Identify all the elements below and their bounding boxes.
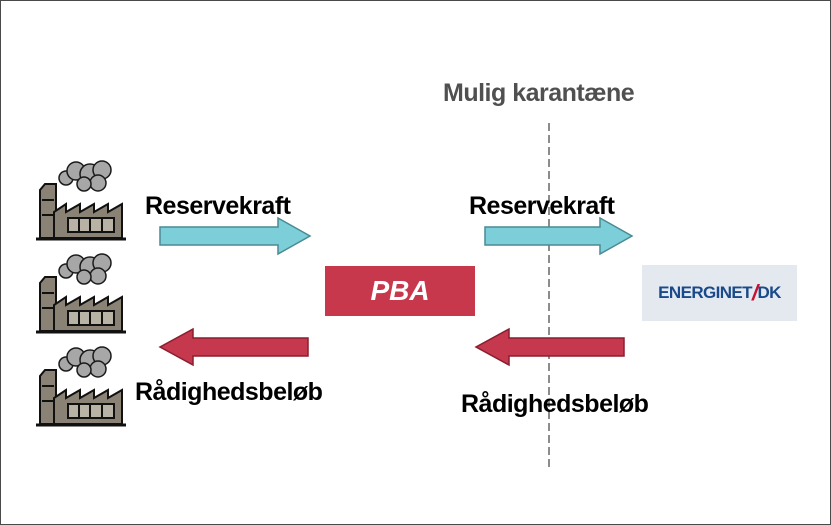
reserve-label-left: Reservekraft <box>145 192 291 220</box>
power-plant-icon <box>34 345 128 427</box>
reserve-arrow-right <box>484 216 634 256</box>
reserve-arrow-left <box>159 216 312 256</box>
reserve-label-right: Reservekraft <box>469 192 615 220</box>
payment-arrow-right <box>474 327 625 367</box>
logo-part1: ENERGINET <box>658 283 752 302</box>
power-plant-icon <box>34 252 128 334</box>
energinet-logo: ENERGINET/DK <box>642 265 797 321</box>
logo-slash: / <box>751 280 758 305</box>
payment-label-left: Rådighedsbeløb <box>135 378 323 406</box>
pba-box: PBA <box>325 266 475 316</box>
pba-label: PBA <box>370 275 430 306</box>
payment-arrow-left <box>158 327 309 367</box>
payment-label-right: Rådighedsbeløb <box>461 390 649 418</box>
quarantine-title: Mulig karantæne <box>443 79 635 107</box>
logo-part2: DK <box>757 283 781 302</box>
power-plant-icon <box>34 159 128 241</box>
